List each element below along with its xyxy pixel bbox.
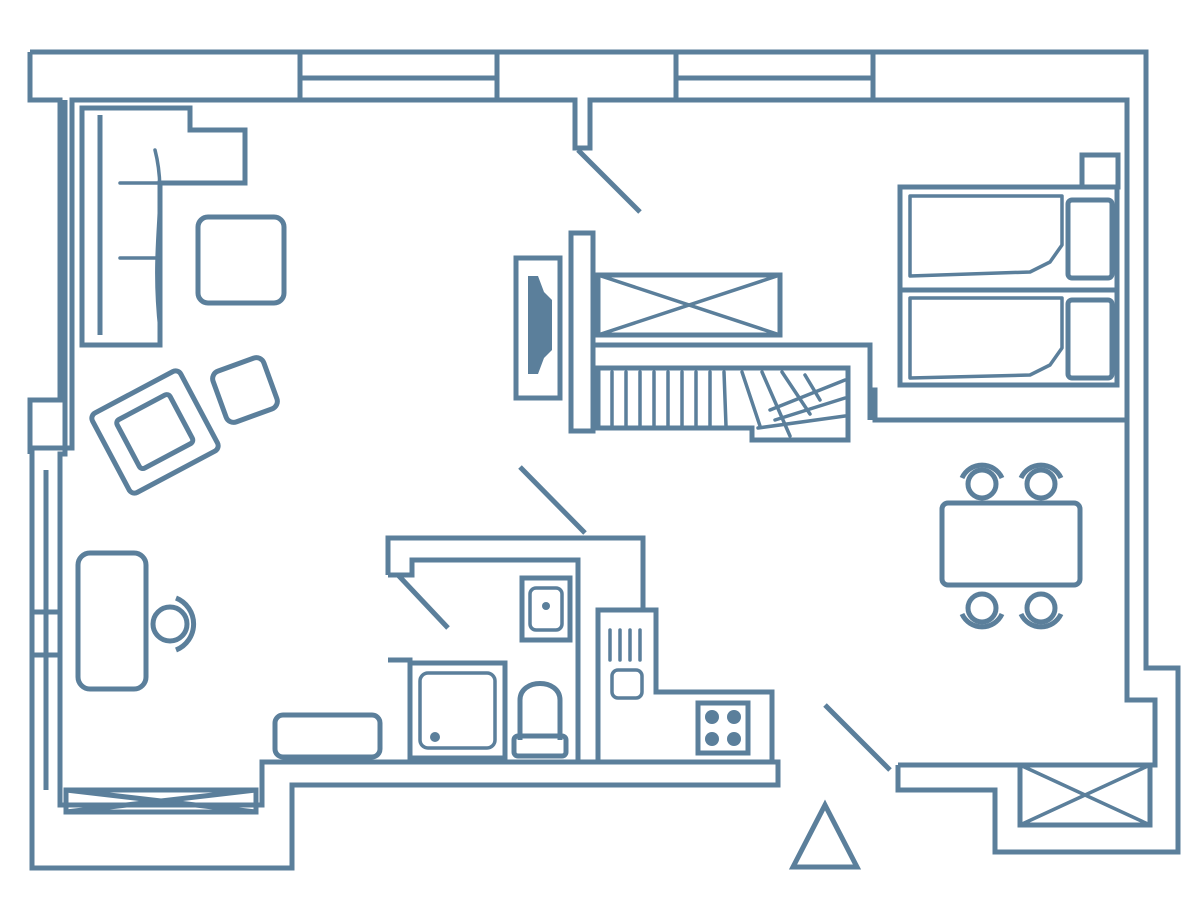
window-top-right bbox=[673, 49, 876, 103]
interior-wall-bedroom bbox=[593, 342, 1127, 423]
door-swing-bathroom bbox=[518, 465, 587, 535]
fireplace bbox=[513, 230, 596, 434]
bathroom-walls bbox=[385, 535, 646, 762]
desk-chair bbox=[150, 595, 197, 653]
dining-chair bbox=[959, 462, 1064, 630]
kitchen-sink bbox=[608, 628, 644, 700]
coffee-table bbox=[195, 214, 287, 306]
staircase bbox=[595, 365, 851, 443]
armchair bbox=[89, 368, 221, 496]
storage-bottom-right bbox=[1017, 762, 1153, 828]
door-swing-entry bbox=[823, 703, 892, 772]
toilet bbox=[511, 681, 569, 759]
fireplace-insert bbox=[528, 276, 552, 374]
bathroom-sink bbox=[519, 575, 573, 643]
entrance-marker bbox=[788, 799, 862, 870]
desk bbox=[75, 550, 149, 692]
double-bed bbox=[897, 152, 1121, 388]
window-top-left bbox=[297, 49, 500, 103]
side-table bbox=[210, 355, 280, 425]
bench bbox=[272, 712, 383, 760]
door-swing-wc bbox=[396, 573, 450, 630]
stove bbox=[695, 700, 751, 756]
storage-bottom-left bbox=[63, 787, 259, 815]
dining-table bbox=[939, 500, 1083, 588]
wardrobe bbox=[595, 272, 783, 338]
kitchen-counter bbox=[595, 607, 775, 762]
door-swing-bedroom bbox=[576, 148, 642, 214]
sofa bbox=[79, 105, 248, 348]
window-left bbox=[29, 470, 60, 860]
shower bbox=[407, 660, 508, 761]
